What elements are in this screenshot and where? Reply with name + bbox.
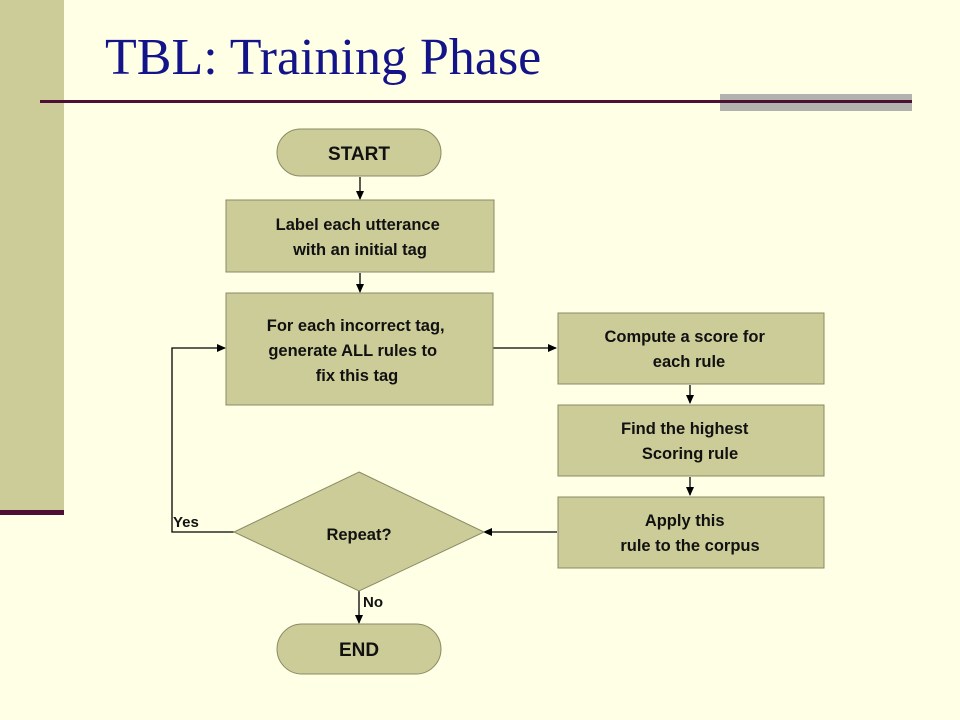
generate-rules-line: For each incorrect tag, [267, 317, 445, 335]
find-highest-line: Scoring rule [642, 445, 738, 463]
find-highest-line: Find the highest [621, 420, 749, 438]
label-step-text: Label each utterance with an initial tag [276, 216, 445, 259]
repeat-decision-line: Repeat? [326, 526, 391, 544]
find-highest-node: Find the highest Scoring rule [557, 404, 825, 477]
edge-repeat-yes-loop [171, 344, 234, 533]
end-node-text: END [339, 640, 379, 661]
start-node-line: START [328, 144, 390, 165]
compute-score-text: Compute a score for each rule [604, 328, 769, 371]
generate-rules-line: fix this tag [316, 367, 399, 385]
title-underline [40, 100, 912, 103]
repeat-decision-text: Repeat? [326, 526, 391, 544]
generate-rules-text: For each incorrect tag, generate ALL rul… [267, 317, 449, 385]
generate-rules-node: For each incorrect tag, generate ALL rul… [225, 292, 494, 406]
left-sidebar-bar [0, 0, 64, 512]
start-node-text: START [328, 144, 390, 165]
end-node-line: END [339, 640, 379, 661]
find-highest-text: Find the highest Scoring rule [621, 420, 753, 463]
end-node: END [276, 623, 442, 675]
edge-label-yes: Yes [173, 514, 199, 531]
apply-rule-node: Apply this rule to the corpus [557, 496, 825, 569]
left-sidebar-cap [0, 510, 64, 515]
compute-score-node: Compute a score for each rule [557, 312, 825, 385]
label-step-line: with an initial tag [292, 241, 427, 259]
generate-rules-line: generate ALL rules to [268, 342, 437, 360]
label-step-node: Label each utterance with an initial tag [225, 199, 495, 273]
connectors [171, 177, 694, 624]
compute-score-line: each rule [653, 353, 725, 371]
edge-label-no: No [363, 594, 383, 611]
slide-title: TBL: Training Phase [105, 29, 542, 86]
start-node: START [276, 128, 442, 177]
apply-rule-line: Apply this [645, 512, 725, 530]
compute-score-line: Compute a score for [604, 328, 765, 346]
label-step-line: Label each utterance [276, 216, 440, 234]
apply-rule-line: rule to the corpus [620, 537, 759, 555]
repeat-decision-node: Repeat? [232, 471, 486, 592]
apply-rule-text: Apply this rule to the corpus [620, 512, 759, 555]
title-underline-accent [720, 94, 912, 111]
